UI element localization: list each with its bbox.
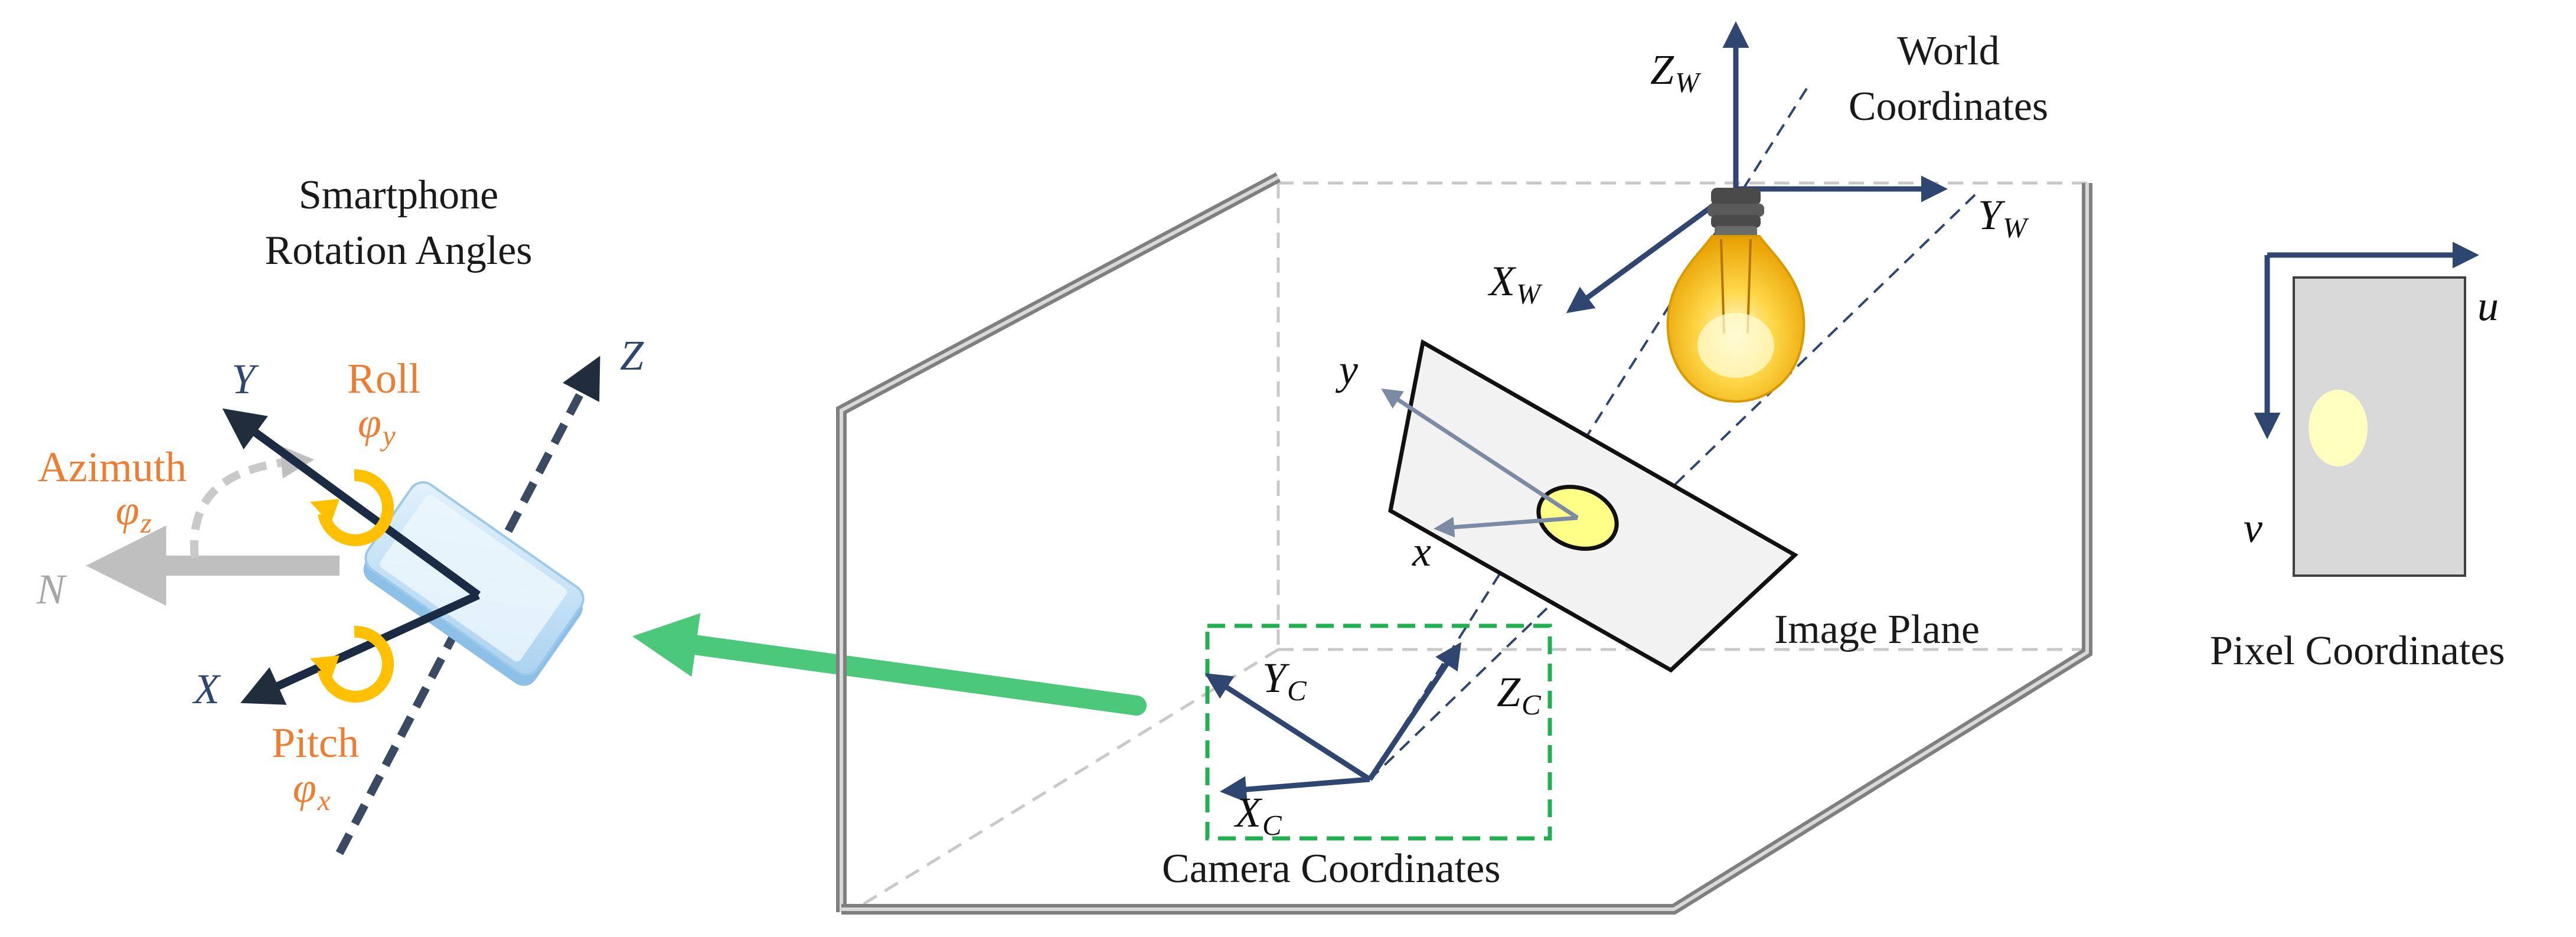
pixel-coordinates-label: Pixel Coordinates [2210, 628, 2505, 674]
green-pointer-arrow [632, 613, 1147, 716]
smartphone-title: Smartphone Rotation Angles [230, 175, 567, 272]
smartphone-title-line2: Rotation Angles [265, 228, 533, 273]
camera-z-label: ZC [1497, 668, 1541, 721]
image-plane-label: Image Plane [1774, 607, 1980, 652]
roll-symbol: φy [358, 399, 396, 452]
smartphone-title-line1: Smartphone [298, 172, 499, 218]
pitch-label: Pitch [272, 719, 360, 766]
phone-x-axis [240, 591, 480, 705]
pitch-rotation-icon [310, 625, 394, 703]
smartphone-group [86, 355, 600, 856]
roll-label: Roll [347, 355, 421, 402]
pixel-frame [2254, 241, 2479, 577]
pixel-spot [2309, 390, 2368, 466]
image-plane [1381, 339, 1798, 673]
world-title-line2: Coordinates [1848, 84, 2049, 129]
pixel-v-label: v [2244, 504, 2262, 551]
image-x-axis [1434, 515, 1578, 538]
world-title-line1: World [1897, 28, 2000, 74]
camera-axes [1204, 642, 1461, 803]
world-title: World Coordinates [1816, 31, 2081, 128]
light-bulb-icon [1666, 188, 1806, 403]
phone-n-label: N [37, 566, 66, 613]
image-x-label: x [1412, 528, 1431, 575]
camera-x-label: XC [1235, 789, 1282, 841]
phone-x-label: X [194, 665, 220, 713]
azimuth-symbol: φz [116, 487, 152, 539]
camera-coordinates-label: Camera Coordinates [1162, 846, 1501, 892]
roll-rotation-icon [310, 469, 394, 546]
world-z-label: ZW [1650, 46, 1699, 99]
world-y-label: YW [1978, 191, 2027, 244]
image-y-axis [1381, 388, 1579, 520]
image-y-label: y [1339, 346, 1358, 393]
phone-y-label: Y [231, 355, 256, 403]
azimuth-label: Azimuth [38, 443, 187, 491]
camera-box [1205, 623, 1552, 841]
phone-z-label: Z [620, 332, 644, 379]
pitch-symbol: φx [293, 764, 331, 817]
azimuth-arc [190, 445, 315, 559]
pixel-u-label: u [2477, 282, 2499, 329]
phone-y-axis [222, 408, 481, 599]
world-x-label: XW [1489, 257, 1540, 310]
camera-y-label: YC [1262, 654, 1307, 707]
